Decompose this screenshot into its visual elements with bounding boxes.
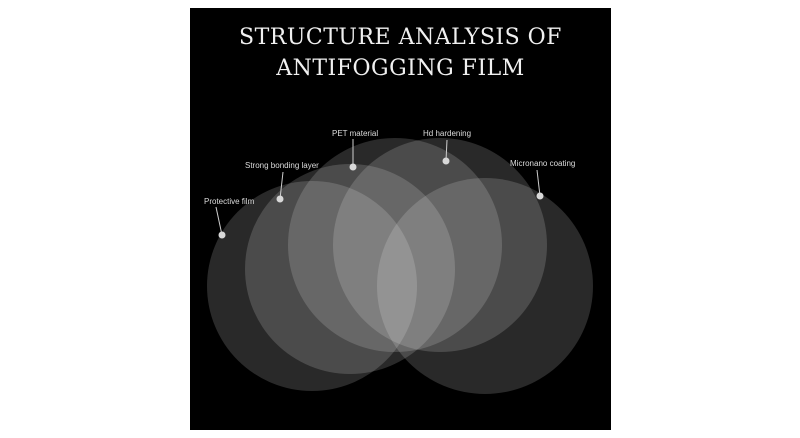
label-leaders <box>215 139 541 236</box>
diagram-title: STRUCTURE ANALYSIS OF ANTIFOGGING FILM <box>190 22 611 84</box>
circle-hd-hardening <box>333 138 547 352</box>
label-hd-hardening: Hd hardening <box>423 129 472 138</box>
marker-pet-material <box>349 163 357 171</box>
label-pet-material: PET material <box>332 129 379 138</box>
label-micronano-coating: Micronano coating <box>510 159 576 168</box>
label-strong-bonding-layer: Strong bonding layer <box>245 161 319 170</box>
leader-strong-bonding-layer <box>279 171 284 200</box>
venn-diagram <box>207 138 593 394</box>
circle-micronano-coating <box>377 178 593 394</box>
circle-pet-material <box>288 138 502 352</box>
marker-protective-film <box>218 231 226 239</box>
title-line-2: ANTIFOGGING FILM <box>276 56 525 81</box>
diagram-panel: STRUCTURE ANALYSIS OF ANTIFOGGING FILM P… <box>190 8 611 430</box>
leader-hd-hardening <box>445 139 448 162</box>
circle-strong-bonding-layer <box>245 164 455 374</box>
leader-micronano-coating <box>536 169 541 197</box>
label-markers <box>218 157 544 239</box>
circle-protective-film <box>207 181 417 391</box>
marker-micronano-coating <box>536 192 544 200</box>
leader-protective-film <box>215 206 223 236</box>
marker-strong-bonding-layer <box>276 195 284 203</box>
title-line-1: STRUCTURE ANALYSIS OF <box>239 25 562 50</box>
marker-hd-hardening <box>442 157 450 165</box>
layer-circles <box>207 138 593 394</box>
label-protective-film: Protective film <box>204 197 255 206</box>
